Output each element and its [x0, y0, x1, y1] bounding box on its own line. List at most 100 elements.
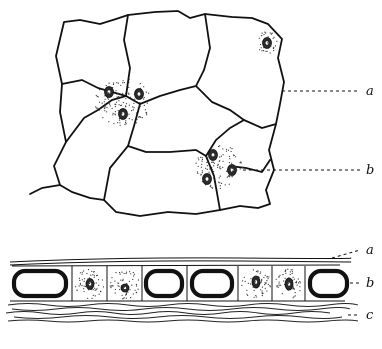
stipple-dot — [265, 46, 266, 47]
stipple-dot — [117, 96, 118, 97]
stipple-dot — [233, 175, 234, 176]
stipple-dot — [202, 157, 203, 158]
upper-panel-surface-view: a b — [30, 11, 374, 216]
stipple-dot — [201, 164, 202, 165]
stipple-dot — [202, 161, 203, 162]
stipple-dot — [104, 101, 105, 102]
stipple-dot — [198, 166, 199, 167]
stipple-dot — [293, 277, 294, 278]
stipple-dot — [257, 270, 258, 271]
stipple-dot — [130, 297, 131, 298]
stipple-dot — [130, 97, 131, 98]
stipple-dot — [129, 271, 130, 272]
stipple-dot — [108, 93, 109, 94]
stipple-dot — [293, 296, 294, 297]
stipple-dot — [139, 106, 140, 107]
stipple-dot — [263, 277, 264, 278]
stipple-dot — [270, 52, 271, 53]
stipple-dot — [110, 105, 111, 106]
stipple-dot — [136, 292, 137, 293]
stipple-dot — [75, 286, 76, 287]
stipple-dot — [219, 167, 220, 168]
stipple-dot — [98, 96, 99, 97]
stipple-dot — [91, 289, 92, 290]
stipple-dot — [229, 184, 230, 185]
stipple-dot — [225, 184, 226, 185]
stipple-dot — [123, 285, 124, 286]
stipple-dot — [143, 86, 144, 87]
stipple-dot — [120, 85, 121, 86]
stipple-dot — [218, 182, 219, 183]
stipple-dot — [219, 177, 220, 178]
stipple-dot — [142, 90, 143, 91]
stipple-dot — [83, 288, 84, 289]
stipple-dot — [262, 293, 263, 294]
stipple-dot — [98, 279, 99, 280]
stipple-dot — [123, 102, 124, 103]
stipple-dot — [290, 274, 291, 275]
stipple-dot — [297, 285, 298, 286]
stipple-dot — [109, 104, 110, 105]
stipple-dot — [220, 188, 221, 189]
stipple-dot — [104, 108, 105, 109]
stipple-dot — [299, 286, 300, 287]
stipple-dot — [202, 159, 203, 160]
stipple-dot — [257, 285, 258, 286]
stipple-dot — [205, 168, 206, 169]
stipple-dot — [220, 185, 221, 186]
stipple-dot — [108, 103, 109, 104]
stipple-dot — [273, 50, 274, 51]
stipple-dot — [292, 280, 293, 281]
stipple-dot — [258, 276, 259, 277]
cell-row-top — [12, 265, 340, 266]
stipple-dot — [276, 286, 277, 287]
stipple-dot — [262, 287, 263, 288]
stipple-dot — [287, 287, 288, 288]
stipple-dot — [112, 108, 113, 109]
stipple-dot — [144, 97, 145, 98]
stipple-dot — [140, 88, 141, 89]
label-a-leader — [332, 250, 360, 258]
label-a: a — [366, 84, 374, 99]
stipple-dot — [253, 269, 254, 270]
stipple-dot — [207, 169, 208, 170]
stipple-dot — [99, 102, 100, 103]
stipple-dot — [288, 290, 289, 291]
stipple-dot — [124, 82, 125, 83]
stipple-dot — [213, 171, 214, 172]
stipple-dot — [125, 98, 126, 99]
stipple-dot — [115, 111, 116, 112]
stipple-dot — [106, 85, 107, 86]
stipple-dot — [210, 159, 211, 160]
stipple-dot — [92, 298, 93, 299]
stipple-dot — [265, 288, 266, 289]
stipple-dot — [122, 280, 123, 281]
stipple-dot — [229, 175, 230, 176]
stipple-dot — [228, 176, 229, 177]
stipple-dot — [147, 103, 148, 104]
stipple-dot — [222, 148, 223, 149]
stipple-dot — [106, 107, 107, 108]
stipple-dot — [268, 38, 269, 39]
stipple-dot — [244, 277, 245, 278]
stipple-dot — [128, 93, 129, 94]
stipple-dot — [122, 82, 123, 83]
stipple-dot — [124, 114, 125, 115]
stipple-dot — [260, 289, 261, 290]
stipple-dot — [267, 42, 268, 43]
stipple-dot — [110, 282, 111, 283]
stipple-dot — [120, 125, 121, 126]
stipple-dot — [125, 120, 126, 121]
stipple-dot — [133, 293, 134, 294]
stipple-dot — [118, 283, 119, 284]
stipple-dot — [129, 79, 130, 80]
stipple-dot — [126, 116, 127, 117]
stipple-dot — [80, 284, 81, 285]
stipple-dot — [99, 110, 100, 111]
stipple-dot — [83, 270, 84, 271]
stipple-dot — [261, 281, 262, 282]
stipple-dot — [95, 106, 96, 107]
stipple-dot — [125, 93, 126, 94]
stipple-dot — [276, 41, 277, 42]
section-nucleus — [86, 279, 94, 290]
